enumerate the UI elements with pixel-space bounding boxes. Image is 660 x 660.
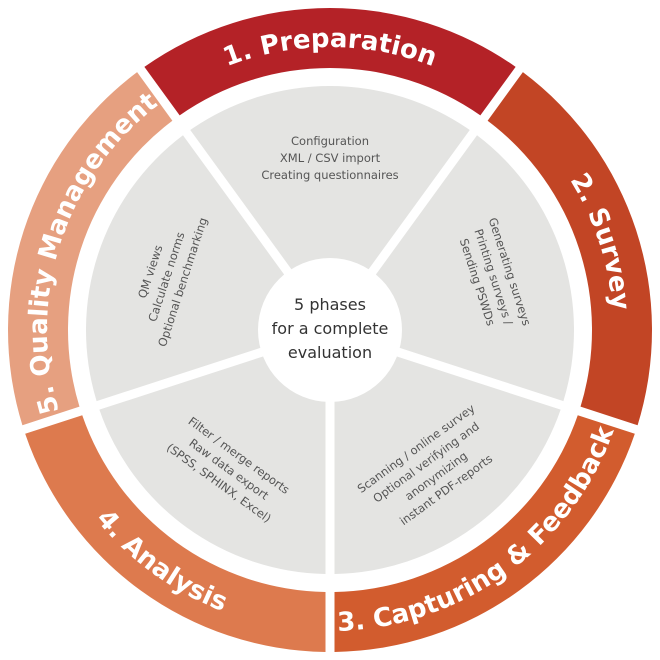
center-line: for a complete — [272, 319, 389, 338]
band-preparation — [144, 8, 516, 116]
inner-segment-survey — [374, 135, 575, 402]
center-line: 5 phases — [294, 295, 366, 314]
inner-segment-quality-management — [85, 135, 286, 402]
inner-segment-capturing-feedback — [334, 355, 561, 574]
inner-segment-analysis — [99, 355, 326, 574]
band-analysis — [25, 415, 326, 652]
item-text: Creating questionnaires — [261, 168, 398, 182]
items-preparation: Configuration XML / CSV import Creating … — [261, 134, 398, 182]
band-capturing-feedback — [334, 415, 635, 652]
center-circle — [258, 258, 402, 402]
inner-segment-preparation — [190, 86, 470, 271]
center-caption: 5 phases for a complete evaluation — [272, 295, 389, 362]
center-line: evaluation — [288, 343, 372, 362]
band-survey — [487, 72, 652, 426]
item-text: Configuration — [291, 134, 369, 148]
band-quality-management — [8, 72, 173, 426]
item-text: XML / CSV import — [280, 151, 381, 165]
